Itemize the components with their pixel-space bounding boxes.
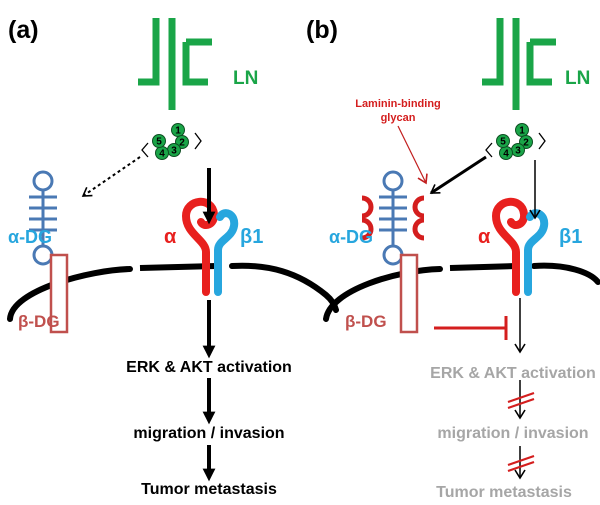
laminin-arm-right — [182, 38, 212, 86]
lg-domain-number: 3 — [171, 146, 177, 157]
block-slash — [507, 397, 535, 410]
integrin-beta-label: β1 — [240, 226, 263, 248]
glycan-cup — [412, 217, 425, 241]
beta-dg-transmembrane — [399, 253, 419, 334]
dotted-binding-arrow — [81, 156, 141, 197]
block-slash — [507, 391, 535, 404]
step-metastasis: Tumor metastasis — [436, 484, 572, 501]
lg-domain-number: 1 — [175, 126, 181, 137]
double-slash-block-icon — [507, 391, 535, 410]
alpha-dg-top-circle — [32, 170, 54, 192]
binding-arrow — [429, 155, 487, 195]
membrane-mid-segment — [449, 263, 519, 271]
alpha-dg-receptor — [29, 170, 69, 334]
panel-b-label: (b) — [306, 16, 338, 44]
laminin-binding-glycans — [361, 195, 425, 241]
block-slash — [507, 460, 535, 473]
glycan-callout-line1: Laminin-binding — [355, 98, 441, 110]
integrin-receptor — [491, 197, 549, 296]
step-migration: migration / invasion — [133, 425, 284, 442]
beta-dg-transmembrane — [49, 253, 69, 334]
alpha-dg-label: α-DG — [329, 227, 373, 247]
lg-domain-number: 5 — [156, 137, 162, 148]
inhibition-t-bar-icon — [434, 316, 508, 340]
alpha-dg-bottom-circle — [32, 244, 54, 266]
lg-domain-5 — [496, 134, 510, 148]
integrin-alpha-label: α — [164, 226, 177, 248]
lg-domain-number: 2 — [523, 138, 529, 149]
membrane-left-segment — [323, 266, 443, 322]
alpha-dg-receptor — [361, 170, 425, 334]
membrane-right-segment — [229, 262, 339, 313]
block-slash — [507, 454, 535, 467]
step-migration: migration / invasion — [437, 425, 588, 442]
laminin-arm-right — [526, 38, 556, 86]
step-metastasis: Tumor metastasis — [141, 481, 277, 498]
laminin-arm-left — [138, 18, 160, 86]
integrin-beta-subunit — [524, 209, 549, 296]
membrane-right-segment — [531, 262, 600, 285]
ligand-label: LN — [233, 68, 258, 89]
glycan-callout-line2: glycan — [381, 112, 416, 124]
glycan-cup — [361, 195, 374, 219]
beta-dg-label: β-DG — [18, 312, 60, 331]
bracket-right — [194, 132, 202, 150]
membrane — [323, 262, 600, 322]
alpha-dg-bottom-circle — [382, 244, 404, 266]
integrin-beta-label: β1 — [559, 226, 582, 248]
laminin-arm-left — [482, 18, 504, 86]
step-erk-akt: ERK & AKT activation — [126, 359, 292, 376]
lg-domain-number: 4 — [503, 149, 509, 160]
lg-domain-5 — [152, 134, 166, 148]
lg-domain-number: 3 — [515, 146, 521, 157]
integrin-alpha-subunit — [491, 197, 528, 296]
glycan-callout-arrow — [397, 125, 428, 185]
bracket-left — [485, 142, 493, 158]
alpha-dg-label: α-DG — [8, 227, 52, 247]
integrin-beta-subunit — [214, 209, 239, 296]
glycan-cup — [412, 195, 425, 219]
panel-a-label: (a) — [8, 16, 39, 44]
beta-dg-label: β-DG — [345, 312, 387, 331]
glycan-cup — [361, 217, 374, 241]
bracket-left — [141, 142, 149, 158]
step-erk-akt: ERK & AKT activation — [430, 365, 596, 382]
alpha-dg-top-circle — [382, 170, 404, 192]
bracket-right — [538, 132, 546, 150]
double-slash-block-icon — [507, 454, 535, 473]
lg-domain-number: 1 — [519, 126, 525, 137]
lg-domain-number: 2 — [179, 138, 185, 149]
lg-domain-number: 4 — [159, 149, 165, 160]
lg-domain-number: 5 — [500, 137, 506, 148]
ligand-label: LN — [565, 68, 590, 89]
integrin-alpha-label: α — [478, 226, 491, 248]
